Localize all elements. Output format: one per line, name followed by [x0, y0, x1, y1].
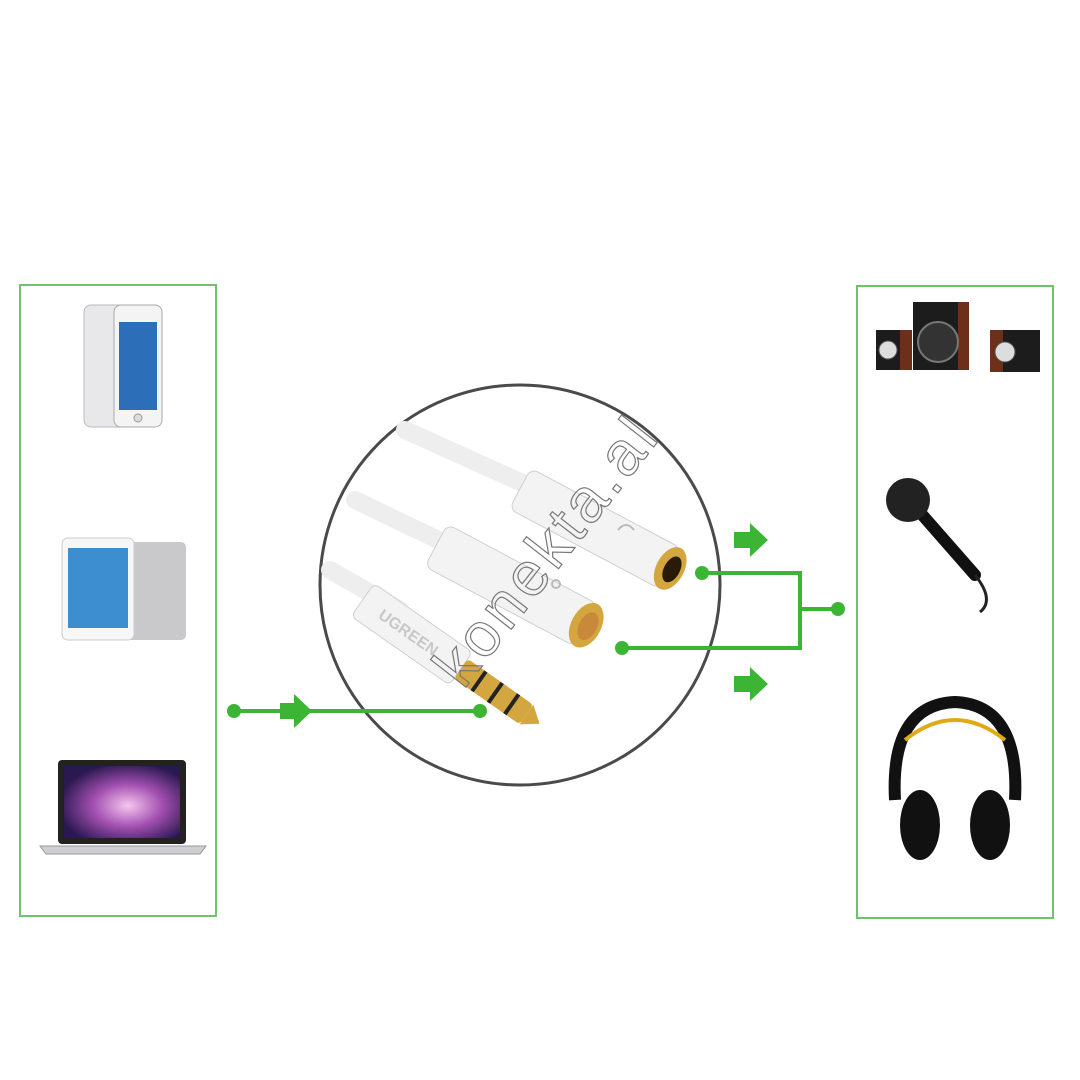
- tablet-icon: [61, 537, 186, 641]
- output-dot: [831, 602, 845, 616]
- arrow-right-icon: [280, 694, 312, 728]
- laptop-icon: [39, 760, 207, 855]
- plug-dot: [473, 704, 487, 718]
- microphone-symbol-icon: [551, 579, 561, 589]
- input-dot: [227, 704, 241, 718]
- source-devices-box: [19, 284, 217, 917]
- headphones-icon: [888, 695, 1022, 860]
- mic-jack-dot: [615, 641, 629, 655]
- headphone-jack-dot: [695, 566, 709, 580]
- arrow-right-icon: [734, 523, 768, 557]
- splitter-cable: UGREEN: [321, 421, 687, 725]
- headphone-symbol-icon: [617, 524, 635, 531]
- arrow-right-icon: [734, 667, 768, 701]
- microphone-icon: [886, 478, 988, 614]
- smartphone-icon: [83, 304, 163, 428]
- product-circle: [318, 383, 722, 787]
- speakers-icon: [876, 302, 1040, 372]
- output-devices-box: [856, 285, 1054, 919]
